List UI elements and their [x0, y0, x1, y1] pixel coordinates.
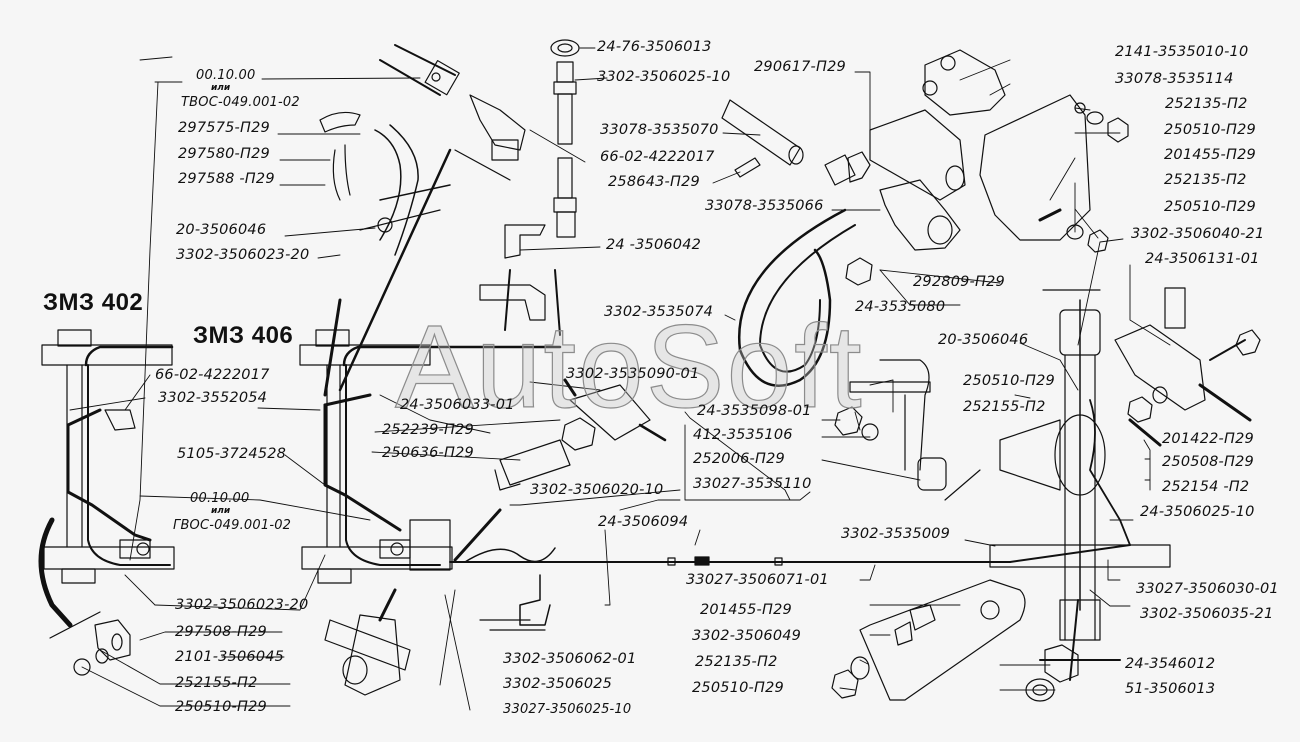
leader-lines [69, 47, 1171, 711]
part-label: 297588 -П29 [178, 171, 275, 187]
part-label: 2101-3506045 [175, 649, 285, 665]
part-label: 252155-П2 [963, 399, 1046, 415]
part-label: 00.10.00 [190, 491, 250, 506]
part-label: 24-3535080 [855, 299, 946, 315]
part-label: 3302-3535090-01 [566, 366, 700, 382]
part-label: 3302-3506049 [692, 628, 802, 644]
part-label: 252135-П2 [695, 654, 778, 670]
part-label: 250510-П29 [692, 680, 784, 696]
part-label: 3302-3506023-20 [176, 247, 310, 263]
part-label: 252239-П29 [382, 422, 474, 438]
tee-fitting [1114, 287, 1261, 423]
part-label: 33027-3535110 [693, 476, 812, 492]
part-label: 201455-П29 [700, 602, 792, 618]
part-label: 3302-3506040-21 [1131, 226, 1265, 242]
part-label: 33027-3506030-01 [1136, 581, 1279, 597]
part-label: 24-76-3506013 [597, 39, 712, 55]
part-label: 252006-П29 [693, 451, 785, 467]
part-label: 3302-3535009 [841, 526, 951, 542]
part-label: 250510-П29 [175, 699, 267, 715]
part-label: 252154 -П2 [1162, 479, 1250, 495]
brake-switch [494, 378, 667, 491]
or-label: или [211, 506, 231, 516]
hose-clamp-assembly [319, 44, 526, 256]
part-label: 00.10.00 [196, 68, 256, 83]
part-label: 258643-П29 [608, 174, 700, 190]
part-label: 3302-3535074 [604, 304, 714, 320]
part-label: 297508-П29 [175, 624, 267, 640]
part-label: 24-3546012 [1125, 656, 1216, 672]
engine-406-frame [299, 148, 562, 622]
part-label: 33027-3506025-10 [503, 702, 632, 717]
part-label: 290617-П29 [754, 59, 846, 75]
or-label: или [211, 83, 231, 93]
pressure-regulator [845, 49, 1129, 286]
part-label: 201455-П29 [1164, 147, 1256, 163]
spring-loop [737, 208, 981, 501]
part-label: 201422-П29 [1162, 431, 1254, 447]
part-label: 297580-П29 [178, 146, 270, 162]
part-label: ГВОС-049.001-02 [173, 518, 292, 533]
part-label: 297575-П29 [178, 120, 270, 136]
lower-left-clamp-parts [73, 614, 411, 696]
part-label: 24-3506025-10 [1140, 504, 1255, 520]
part-label: 24 -3506042 [606, 237, 702, 253]
part-label: ТВОС-049.001-02 [181, 95, 300, 110]
part-label: 24-3506131-01 [1145, 251, 1260, 267]
part-label: 250510-П29 [1164, 199, 1256, 215]
lower-right-bracket [831, 579, 1079, 702]
part-label: 51-3506013 [1125, 681, 1216, 697]
part-label: 5105-3724528 [177, 446, 287, 462]
part-label: 24-3506033-01 [400, 397, 515, 413]
part-label: 250636-П29 [382, 445, 474, 461]
engine-402-frame [38, 329, 175, 639]
part-label: 252135-П2 [1164, 172, 1247, 188]
fitting-stack [479, 39, 580, 336]
part-label: 2141-3535010-10 [1115, 44, 1249, 60]
part-label: 20-3506046 [176, 222, 267, 238]
part-label: 20-3506046 [938, 332, 1029, 348]
engine-label-zmz402: ЗМЗ 402 [43, 289, 144, 316]
part-label: 24-3535098-01 [697, 403, 812, 419]
part-label: 250508-П29 [1162, 454, 1254, 470]
part-label: 3302-3506062-01 [503, 651, 637, 667]
part-label: 33078-3535114 [1115, 71, 1234, 87]
part-label: 250510-П29 [1164, 122, 1256, 138]
sleeve-pin-bolt [721, 99, 871, 186]
part-label: 24-3506094 [598, 514, 689, 530]
part-label: 292809-П29 [913, 274, 1005, 290]
part-label: 3302-3506020-10 [530, 482, 664, 498]
part-label: 3302-3506025 [503, 676, 613, 692]
part-label: 66-02-4222017 [155, 367, 270, 383]
part-label: 412-3535106 [693, 427, 793, 443]
part-label: 3302-3506023-20 [175, 597, 309, 613]
part-label: 66-02-4222017 [600, 149, 715, 165]
rear-axle-assembly [999, 289, 1162, 681]
part-label: 33078-3535070 [600, 122, 719, 138]
part-label: 33027-3506071-01 [686, 572, 829, 588]
part-label: 33078-3535066 [705, 198, 824, 214]
part-label: 250510-П29 [963, 373, 1055, 389]
part-label: 3302-3506025-10 [597, 69, 731, 85]
part-label: 252155-П2 [175, 675, 258, 691]
part-label: 3302-3506035-21 [1140, 606, 1274, 622]
part-label: 252135-П2 [1165, 96, 1248, 112]
engine-label-zmz406: ЗМЗ 406 [193, 322, 294, 349]
part-label: 3302-3552054 [158, 390, 268, 406]
